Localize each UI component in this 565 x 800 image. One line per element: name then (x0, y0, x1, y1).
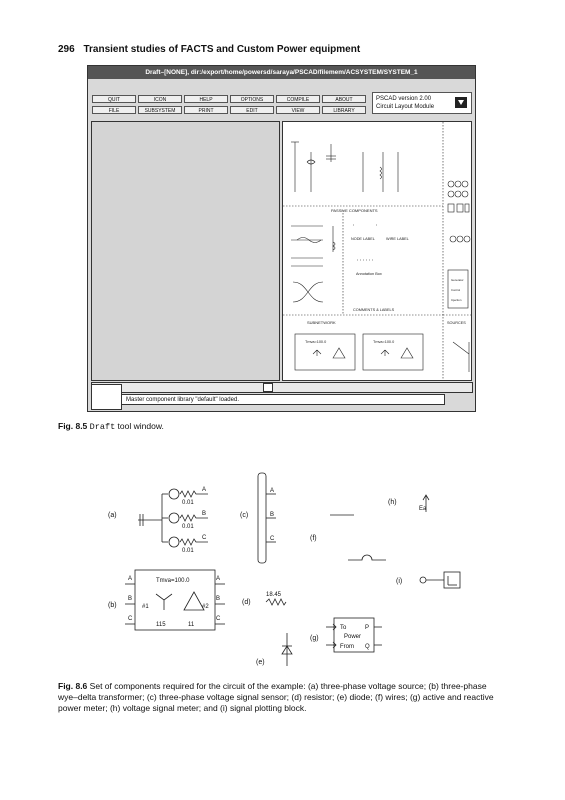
status-message: Master component library "default" loade… (121, 394, 445, 405)
source-value-3: 0.01 (182, 548, 194, 554)
meter-to: To (340, 625, 347, 631)
tx-in-phase-a: A (128, 576, 132, 582)
menu-button-compile[interactable]: COMPILE (276, 95, 320, 103)
scrollbar-thumb[interactable] (263, 383, 273, 392)
panel-a-label: (a) (108, 512, 117, 519)
module-text: Circuit Layout Module (376, 104, 435, 110)
meter-from: From (340, 644, 354, 650)
source-phase-c: C (202, 535, 207, 541)
menu-button-subsystem[interactable]: SUBSYSTEM (138, 106, 182, 114)
subnetwork-label: SUBNETWORK (307, 320, 336, 325)
sensor-phase-b: B (270, 512, 274, 518)
fig-8-6-caption: Fig. 8.6 Set of components required for … (58, 681, 505, 714)
menu-button-options[interactable]: OPTIONS (230, 95, 274, 103)
panel-d-label: (d) (242, 599, 251, 606)
menu-button-about[interactable]: ABOUT (322, 95, 366, 103)
control-text: Control (451, 288, 460, 292)
tx-out-phase-c: C (216, 616, 221, 622)
version-text: PSCAD version 2.00 (376, 96, 432, 102)
horizontal-scrollbar[interactable] (91, 382, 473, 393)
panel-b-label: (b) (108, 602, 117, 609)
sources-label: SOURCES (447, 321, 466, 325)
menu-button-print[interactable]: PRINT (184, 106, 228, 114)
wire-label-text: WIRE LABEL (386, 237, 409, 241)
library-drawing: PASSIVE COMPONENTS NODE LABEL WIRE LABEL… (283, 122, 471, 380)
version-box: PSCAD version 2.00 Circuit Layout Module (372, 92, 472, 114)
voltage-primary: 115 (156, 622, 166, 628)
fig-8-5-rest: tool window. (115, 421, 164, 431)
winding-2: #2 (202, 604, 209, 610)
running-header: 296 Transient studies of FACTS and Custo… (58, 44, 360, 55)
tx-in-phase-b: B (128, 596, 132, 602)
subnetwork-tmva-2: Tmva=100.0 (373, 340, 394, 344)
running-title: Transient studies of FACTS and Custom Po… (83, 44, 361, 55)
injection-text: Injection (451, 298, 462, 302)
tx-out-phase-a: A (216, 576, 220, 582)
source-value-1: 0.01 (182, 500, 194, 506)
menu-button-library[interactable]: LIBRARY (322, 106, 366, 114)
tx-out-phase-b: B (216, 596, 220, 602)
source-phase-b: B (202, 511, 206, 517)
panel-g-label: (g) (310, 635, 319, 642)
voltage-meter-label: Ea (419, 506, 427, 512)
menu-button-icon[interactable]: ICON (138, 95, 182, 103)
menu-button-edit[interactable]: EDIT (230, 106, 274, 114)
panel-e-label: (e) (256, 659, 265, 666)
meter-q: Q (365, 644, 370, 650)
panel-f-label: (f) (310, 535, 317, 542)
menu-button-file[interactable]: FILE (92, 106, 136, 114)
source-value-2: 0.01 (182, 524, 194, 530)
panel-c-label: (c) (240, 512, 248, 519)
node-label-text: NODE LABEL (351, 237, 375, 241)
subnetwork-tmva-1: Tmva=100.0 (305, 340, 326, 344)
window-title: Draft–[NONE], dir:/export/home/powersd/s… (88, 66, 475, 79)
fig-8-5-caption: Fig. 8.5 Draft tool window. (58, 421, 164, 433)
menu-button-quit[interactable]: QUIT (92, 95, 136, 103)
dropdown-arrow-icon[interactable] (455, 97, 467, 108)
voltage-secondary: 11 (188, 622, 195, 628)
source-phase-a: A (202, 487, 206, 493)
fig-8-5-label: Fig. 8.5 (58, 421, 88, 431)
component-library-pane[interactable]: PASSIVE COMPONENTS NODE LABEL WIRE LABEL… (282, 121, 472, 381)
fig-8-6-components: (a) (c) (f) (h) (b) (d) (e) (g) (i) A B … (108, 472, 461, 666)
passive-components-label: PASSIVE COMPONENTS (331, 208, 378, 213)
draft-window: Draft–[NONE], dir:/export/home/powersd/s… (87, 65, 476, 412)
overview-box[interactable] (91, 384, 122, 410)
fig-8-6-text: Set of components required for the circu… (58, 681, 494, 713)
panel-h-label: (h) (388, 499, 397, 506)
tx-in-phase-c: C (128, 616, 133, 622)
menu-button-view[interactable]: VIEW (276, 106, 320, 114)
resistor-value: 18.45 (266, 592, 282, 598)
fig-8-6-label: Fig. 8.6 (58, 681, 88, 691)
winding-1: #1 (142, 604, 149, 610)
meter-power: Power (344, 634, 361, 640)
generator-text: Generator (451, 278, 464, 282)
page-number: 296 (58, 44, 75, 55)
panel-i-label: (i) (396, 578, 402, 585)
sensor-phase-a: A (270, 488, 274, 494)
transformer-tmva: Tmva=100.0 (156, 578, 190, 584)
annotation-box-text: Annotation Box (356, 272, 382, 276)
drawing-canvas[interactable] (91, 121, 280, 381)
meter-p: P (365, 625, 369, 631)
sensor-phase-c: C (270, 536, 275, 542)
fig-8-5-tool: Draft (89, 422, 116, 432)
menu-button-help[interactable]: HELP (184, 95, 228, 103)
comments-labels-text: COMMENTS & LABELS (353, 308, 395, 312)
